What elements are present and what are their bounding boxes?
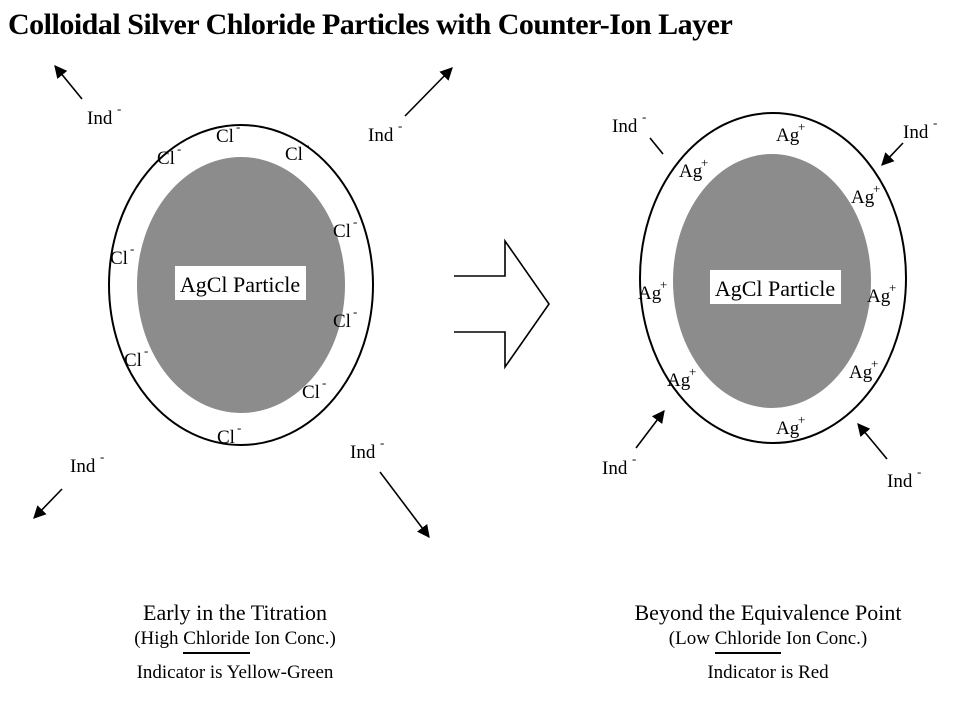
- silver-ion: Ag: [867, 286, 891, 307]
- chloride-ion: Cl: [216, 126, 234, 147]
- indicator-ion: Ind: [368, 125, 394, 146]
- indicator-ion: Ind: [887, 471, 913, 492]
- silver-ion: Ag: [776, 418, 800, 439]
- page-title: Colloidal Silver Chloride Particles with…: [8, 8, 733, 41]
- indicator-line: [649, 137, 664, 155]
- left-caption-condition: (High Chloride Ion Conc.): [120, 628, 350, 654]
- charge-minus: -: [632, 451, 636, 466]
- arrow-inward: [635, 409, 665, 449]
- right-caption-condition: (Low Chloride Ion Conc.): [618, 628, 918, 654]
- caption-text: Ion Conc.): [781, 628, 868, 649]
- charge-plus: +: [873, 181, 880, 196]
- caption-underlined-word: Chloride: [183, 628, 250, 654]
- charge-minus: -: [933, 115, 937, 130]
- charge-plus: +: [660, 277, 667, 292]
- charge-minus: -: [117, 101, 121, 116]
- chloride-ion: Cl: [124, 350, 142, 371]
- right-caption-title: Beyond the Equivalence Point: [634, 600, 902, 625]
- left-ions: Cl- Cl- Cl- Cl- Cl- Cl- Cl- Cl- Cl-: [110, 119, 357, 448]
- charge-minus: -: [322, 375, 326, 390]
- silver-ion: Ag: [849, 362, 873, 383]
- caption-text: (High: [134, 628, 184, 649]
- transition-arrow: [454, 238, 550, 370]
- charge-minus: -: [144, 343, 148, 358]
- right-indicators: Ind- Ind- Ind- Ind-: [602, 109, 937, 492]
- caption-text: (Low: [668, 628, 715, 649]
- left-counter-ion-layer: [108, 124, 374, 446]
- silver-ion: Ag: [851, 187, 875, 208]
- arrow-inward: [857, 423, 888, 460]
- charge-plus: +: [889, 280, 896, 295]
- arrow-outward: [33, 488, 63, 519]
- left-particle-label: AgCl Particle: [180, 272, 300, 297]
- right-caption: Beyond the Equivalence Point (Low Chlori…: [618, 600, 918, 684]
- left-caption: Early in the Titration (High Chloride Io…: [120, 600, 350, 684]
- charge-minus: -: [917, 464, 921, 479]
- chloride-ion: Cl: [333, 311, 351, 332]
- charge-plus: +: [798, 412, 805, 427]
- right-particle: AgCl Particle: [639, 112, 907, 444]
- arrow-inward: [881, 142, 904, 166]
- charge-plus: +: [871, 356, 878, 371]
- caption-text: Ion Conc.): [249, 628, 336, 649]
- charge-plus: +: [689, 364, 696, 379]
- charge-minus: -: [380, 435, 384, 450]
- indicator-ion: Ind: [350, 442, 376, 463]
- left-indicators: Ind- Ind- Ind- Ind-: [33, 65, 453, 539]
- chloride-ion: Cl: [110, 248, 128, 269]
- left-caption-title: Early in the Titration: [143, 600, 327, 625]
- charge-minus: -: [353, 214, 357, 229]
- silver-ion: Ag: [679, 161, 703, 182]
- chloride-ion: Cl: [333, 221, 351, 242]
- charge-minus: -: [236, 119, 240, 134]
- right-caption-indicator: Indicator is Red: [707, 662, 829, 683]
- indicator-ion: Ind: [87, 108, 113, 129]
- right-particle-label-box: [710, 270, 841, 304]
- charge-minus: -: [305, 137, 309, 152]
- left-particle-label-box: [175, 266, 306, 300]
- charge-minus: -: [353, 304, 357, 319]
- right-ions: Ag+ Ag+ Ag+ Ag+ Ag+ Ag+ Ag+ Ag+: [638, 119, 896, 439]
- charge-minus: -: [398, 118, 402, 133]
- left-caption-indicator: Indicator is Yellow-Green: [136, 662, 334, 683]
- chloride-ion: Cl: [217, 427, 235, 448]
- charge-plus: +: [701, 155, 708, 170]
- chloride-ion: Cl: [285, 144, 303, 165]
- indicator-ion: Ind: [612, 116, 638, 137]
- indicator-ion: Ind: [903, 122, 929, 143]
- chloride-ion: Cl: [157, 148, 175, 169]
- left-particle: AgCl Particle: [108, 124, 374, 446]
- right-particle-label: AgCl Particle: [715, 276, 835, 301]
- arrow-outward: [404, 67, 453, 117]
- arrow-outward: [54, 65, 83, 100]
- charge-minus: -: [642, 109, 646, 124]
- indicator-ion: Ind: [602, 458, 628, 479]
- silver-ion: Ag: [638, 283, 662, 304]
- indicator-ion: Ind: [70, 456, 96, 477]
- silver-ion: Ag: [776, 125, 800, 146]
- chloride-ion: Cl: [302, 382, 320, 403]
- arrow-outward: [379, 471, 430, 539]
- right-counter-ion-layer: [639, 112, 907, 444]
- silver-ion: Ag: [667, 370, 691, 391]
- charge-plus: +: [798, 119, 805, 134]
- charge-minus: -: [177, 141, 181, 156]
- charge-minus: -: [130, 241, 134, 256]
- charge-minus: -: [100, 449, 104, 464]
- charge-minus: -: [237, 420, 241, 435]
- caption-underlined-word: Chloride: [714, 628, 782, 654]
